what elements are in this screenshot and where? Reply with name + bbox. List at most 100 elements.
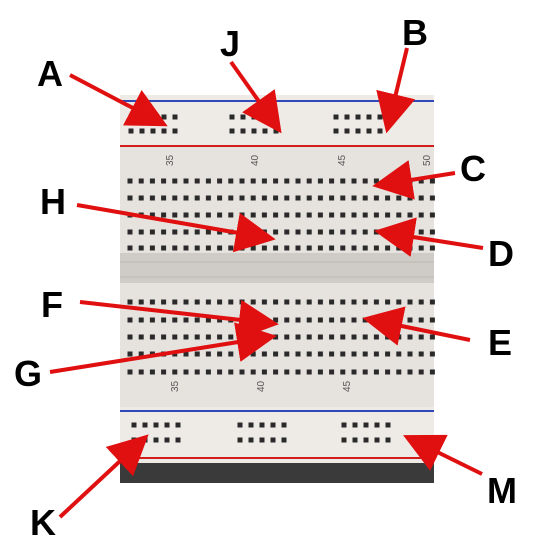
power-rail-hole <box>229 128 235 134</box>
terminal-hole <box>429 334 435 340</box>
terminal-hole <box>273 334 279 340</box>
terminal-hole <box>295 212 301 218</box>
terminal-hole <box>261 212 267 218</box>
terminal-hole <box>306 178 312 184</box>
terminal-hole <box>418 299 424 305</box>
terminal-hole <box>418 369 424 375</box>
power-rail-hole <box>341 437 347 443</box>
terminal-hole <box>217 212 223 218</box>
terminal-hole <box>138 229 144 235</box>
bottom-power-rail <box>120 407 434 463</box>
terminal-hole <box>205 229 211 235</box>
terminal-hole <box>161 299 167 305</box>
terminal-hole <box>250 195 256 201</box>
terminal-hole <box>194 317 200 323</box>
power-rail-hole <box>139 128 145 134</box>
terminal-hole <box>194 212 200 218</box>
terminal-hole <box>429 195 435 201</box>
terminal-hole <box>373 229 379 235</box>
terminal-hole <box>340 299 346 305</box>
terminal-hole <box>138 195 144 201</box>
terminal-hole <box>194 229 200 235</box>
terminal-hole <box>373 334 379 340</box>
terminal-hole <box>261 334 267 340</box>
terminal-hole <box>295 334 301 340</box>
terminal-hole <box>217 369 223 375</box>
power-rail-hole <box>240 128 246 134</box>
terminal-hole <box>261 317 267 323</box>
terminal-hole <box>418 195 424 201</box>
terminal-hole <box>239 351 245 357</box>
terminal-hole <box>172 178 178 184</box>
power-rail-hole <box>172 114 178 120</box>
terminal-hole <box>205 317 211 323</box>
arrow-f-icon <box>79 299 279 340</box>
power-rail-hole <box>333 128 339 134</box>
terminal-hole <box>183 369 189 375</box>
terminal-hole <box>317 317 323 323</box>
callout-label-h: H <box>40 181 66 222</box>
terminal-hole <box>273 229 279 235</box>
callout-label-c: C <box>460 148 486 189</box>
terminal-hole <box>138 245 144 251</box>
terminal-hole <box>284 195 290 201</box>
terminal-hole <box>138 369 144 375</box>
terminal-hole <box>295 178 301 184</box>
top-col-45: 45 <box>337 154 348 166</box>
terminal-hole <box>138 317 144 323</box>
terminal-hole <box>351 334 357 340</box>
terminal-hole <box>172 317 178 323</box>
terminal-hole <box>273 212 279 218</box>
terminal-hole <box>138 299 144 305</box>
terminal-hole <box>385 351 391 357</box>
arrow-a-icon <box>69 73 168 127</box>
terminal-hole <box>306 351 312 357</box>
terminal-hole <box>306 195 312 201</box>
terminal-hole <box>362 212 368 218</box>
power-rail-hole <box>131 422 137 428</box>
terminal-hole <box>172 229 178 235</box>
power-rail-hole <box>344 128 350 134</box>
terminal-hole <box>217 351 223 357</box>
terminal-hole <box>273 299 279 305</box>
terminal-hole <box>138 178 144 184</box>
terminal-hole <box>205 299 211 305</box>
terminal-hole <box>429 351 435 357</box>
power-rail-hole <box>237 422 243 428</box>
terminal-hole <box>396 299 402 305</box>
power-rail-hole <box>251 114 257 120</box>
terminal-hole <box>418 351 424 357</box>
terminal-hole <box>239 369 245 375</box>
terminal-hole <box>284 212 290 218</box>
terminal-hole <box>194 369 200 375</box>
terminal-hole <box>295 245 301 251</box>
terminal-hole <box>172 334 178 340</box>
terminal-hole <box>194 178 200 184</box>
terminal-hole <box>261 245 267 251</box>
terminal-hole <box>351 195 357 201</box>
terminal-hole <box>351 245 357 251</box>
terminal-hole <box>362 334 368 340</box>
terminal-hole <box>127 369 133 375</box>
terminal-hole <box>250 369 256 375</box>
power-rail-hole <box>366 128 372 134</box>
terminal-hole <box>284 229 290 235</box>
power-rail-hole <box>374 437 380 443</box>
power-rail-hole <box>128 128 134 134</box>
terminal-hole <box>161 195 167 201</box>
top-col-35: 35 <box>165 154 176 166</box>
terminal-hole <box>317 212 323 218</box>
terminal-hole <box>373 369 379 375</box>
terminal-hole <box>295 317 301 323</box>
power-rail-hole <box>237 437 243 443</box>
power-rail-hole <box>270 437 276 443</box>
terminal-hole <box>407 212 413 218</box>
terminal-hole <box>194 195 200 201</box>
terminal-hole <box>351 212 357 218</box>
power-rail-hole <box>164 422 170 428</box>
terminal-hole <box>295 195 301 201</box>
arrow-k-icon <box>58 434 149 519</box>
power-rail-hole <box>385 422 391 428</box>
terminal-hole <box>396 351 402 357</box>
terminal-hole <box>217 299 223 305</box>
